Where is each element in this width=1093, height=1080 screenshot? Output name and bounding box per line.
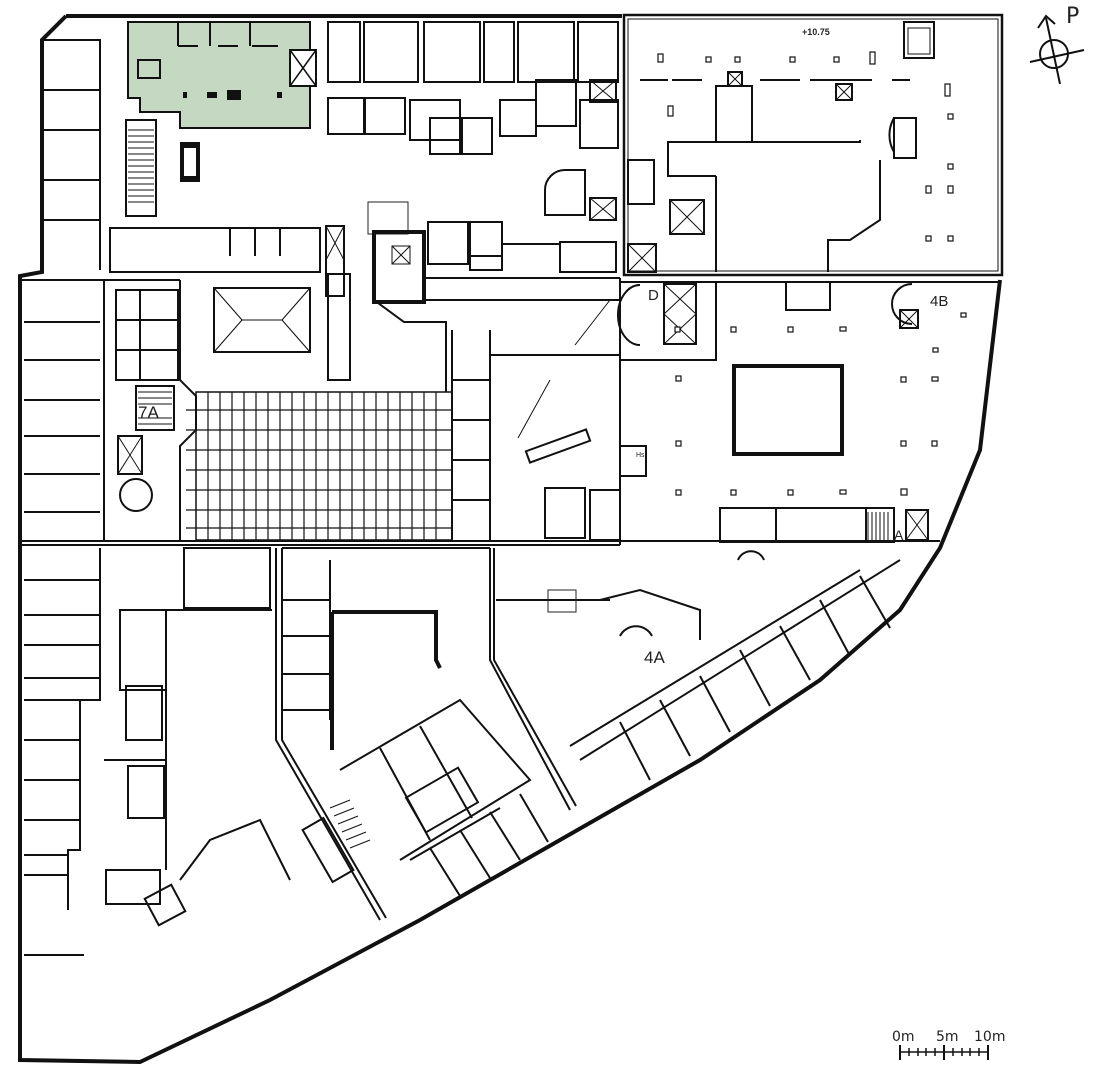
building-outline: [18, 13, 1004, 1065]
scale-label-5m: 5m: [936, 1029, 959, 1045]
courtyard: [186, 273, 453, 541]
scale-label-0m: 0m: [892, 1029, 915, 1045]
block-south-wings: [275, 547, 901, 921]
block-east: [617, 281, 1000, 543]
highlighted-unit[interactable]: [127, 21, 317, 129]
hs-label: Hs: [636, 452, 645, 459]
north-letter: P: [1066, 4, 1080, 29]
block-northwest: [42, 39, 345, 297]
block-west-middle: [20, 279, 620, 546]
stair-label-4b: 4B: [930, 293, 948, 310]
north-arrow-icon: [1029, 14, 1085, 84]
elevation-label: +10.75: [802, 27, 830, 37]
scale-label-10m: 10m: [974, 1029, 1006, 1045]
block-northeast: [627, 21, 954, 273]
stair-label-a: A: [894, 527, 904, 543]
stair-label-7a: 7A: [138, 403, 159, 422]
stair-label-4a: 4A: [644, 648, 665, 667]
block-north-middle: [327, 21, 619, 304]
central-lobby: [424, 277, 621, 545]
stair-label-d: D: [648, 287, 659, 304]
block-southwest: [24, 547, 291, 956]
scale-bar: [899, 1045, 989, 1060]
